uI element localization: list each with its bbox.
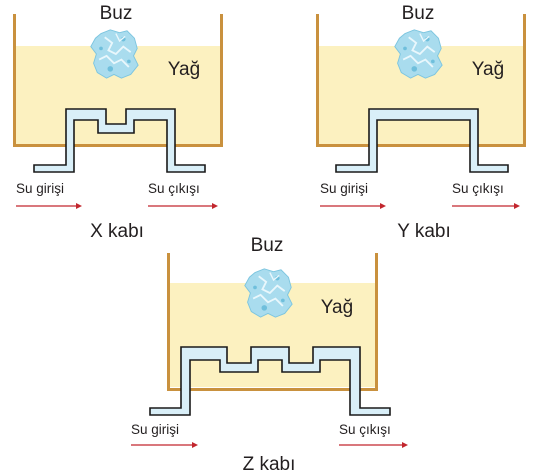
ice-cube [393,28,444,80]
pipe-y [335,108,509,173]
container-wall [316,14,526,147]
inlet-arrow [16,203,82,209]
container-name: Y kabı [397,221,451,242]
ice-label: Buz [402,3,435,24]
container-name: Z kabı [243,454,296,475]
container-z: Buz Yağ Su girişi Su çıkışı Z kabı [131,235,408,475]
outlet-label: Su çıkışı [148,181,200,196]
inlet-label: Su girişi [131,422,179,437]
ice-label: Buz [100,3,133,24]
pipe-z [149,346,391,416]
container-wall [167,253,378,391]
oil-label: Yağ [168,59,200,80]
ice-cube [243,267,294,319]
container-wall [13,14,223,147]
ice-label: Buz [251,235,284,256]
outlet-arrow [452,203,520,209]
outlet-label: Su çıkışı [339,422,391,437]
outlet-arrow [339,442,408,448]
container-x: Buz Yağ Su girişi Su çıkışı X kabı [13,3,223,242]
outlet-label: Su çıkışı [452,181,504,196]
pipe-x [33,108,206,173]
inlet-label: Su girişi [16,181,64,196]
container-name: X kabı [90,221,144,242]
inlet-arrow [320,203,386,209]
oil-label: Yağ [321,297,353,318]
oil-label: Yağ [472,59,504,80]
container-y: Buz Yağ Su girişi Su çıkışı Y kabı [316,3,526,242]
inlet-label: Su girişi [320,181,368,196]
ice-cube [89,28,140,80]
outlet-arrow [148,203,218,209]
inlet-arrow [131,442,198,448]
